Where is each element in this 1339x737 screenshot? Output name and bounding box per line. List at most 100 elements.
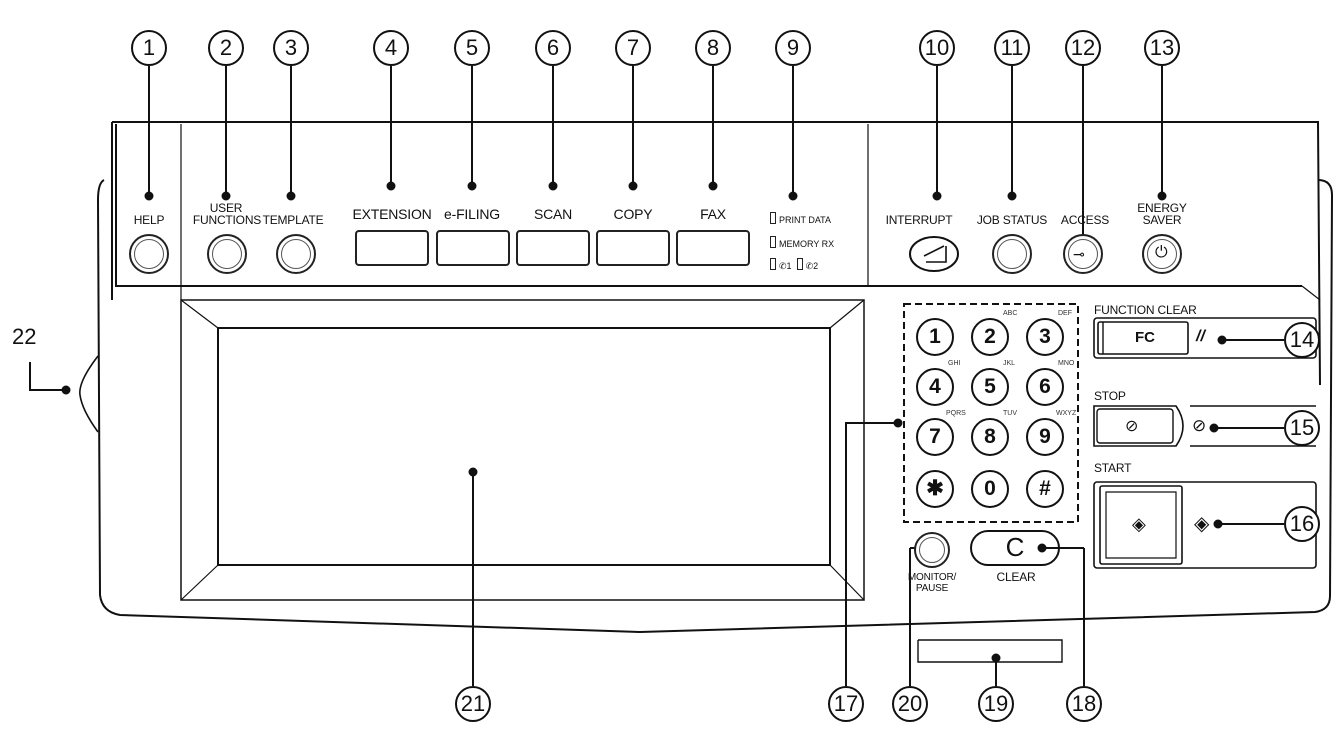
- line2-label: 2: [813, 261, 819, 271]
- power-icon: ⏻: [1155, 244, 1168, 261]
- key-3[interactable]: 3: [1026, 318, 1064, 356]
- monitor-pause-button[interactable]: [914, 532, 950, 568]
- stop-icon: ⊘: [1125, 418, 1139, 435]
- key-6[interactable]: 6: [1026, 368, 1064, 406]
- energy-saver-label-line2: SAVER: [1142, 213, 1182, 227]
- callout-19: 19: [978, 686, 1014, 722]
- memory-rx-indicator: MEMORY RX: [770, 236, 834, 249]
- interrupt-button[interactable]: [908, 234, 962, 274]
- template-button[interactable]: [276, 234, 316, 274]
- fax-button[interactable]: [676, 230, 750, 266]
- callout-8: 8: [695, 30, 731, 66]
- phone-icon: ✆: [779, 261, 787, 271]
- print-data-indicator: PRINT DATA: [770, 212, 831, 225]
- efiling-button[interactable]: [436, 230, 510, 266]
- clear-label: CLEAR: [996, 570, 1036, 584]
- key-star[interactable]: ✱: [916, 470, 954, 508]
- callout-7: 7: [615, 30, 651, 66]
- key-hash[interactable]: #: [1026, 470, 1064, 508]
- monitor-label-line2: PAUSE: [915, 583, 949, 594]
- function-clear-icon: //: [1196, 328, 1205, 345]
- callout-1: 1: [131, 30, 167, 66]
- paper-slot[interactable]: [918, 640, 1062, 662]
- memory-rx-lamp: [770, 236, 776, 248]
- interrupt-icon: [909, 236, 959, 272]
- callout-6: 6: [535, 30, 571, 66]
- start-label: START: [1094, 461, 1132, 475]
- stop-side-icon: ⊘: [1192, 416, 1207, 435]
- key-9-letters: WXYZ: [1056, 410, 1077, 417]
- print-data-label: PRINT DATA: [779, 215, 832, 225]
- memory-rx-label: MEMORY RX: [779, 239, 835, 249]
- user-functions-button[interactable]: [207, 234, 247, 274]
- start-button[interactable]: ◈: [1100, 486, 1182, 564]
- callout-9: 9: [775, 30, 811, 66]
- line2-lamp: [796, 258, 803, 270]
- callout-10: 10: [919, 30, 955, 66]
- extension-button[interactable]: [355, 230, 429, 266]
- callout-22: 22: [12, 324, 37, 349]
- job-status-button[interactable]: [992, 234, 1032, 274]
- copy-button[interactable]: [596, 230, 670, 266]
- access-label: ACCESS: [1060, 213, 1110, 227]
- key-7[interactable]: 7: [916, 418, 954, 456]
- callout-18: 18: [1066, 686, 1102, 722]
- print-data-lamp: [770, 212, 776, 224]
- stop-label: STOP: [1094, 389, 1126, 403]
- key-4[interactable]: 4: [916, 368, 954, 406]
- scan-label: SCAN: [533, 206, 573, 222]
- key-1[interactable]: 1: [916, 318, 954, 356]
- copy-label: COPY: [613, 206, 653, 222]
- help-label: HELP: [133, 213, 165, 227]
- template-label: TEMPLATE: [262, 213, 324, 227]
- key-8[interactable]: 8: [971, 418, 1009, 456]
- key-8-letters: TUV: [1003, 410, 1017, 417]
- key-2-letters: ABC: [1003, 310, 1018, 317]
- callout-17: 17: [828, 686, 864, 722]
- callout-13: 13: [1144, 30, 1180, 66]
- callout-12: 12: [1065, 30, 1101, 66]
- callout-11: 11: [994, 30, 1030, 66]
- line1-lamp: [770, 258, 776, 270]
- stop-button[interactable]: ⊘: [1097, 409, 1173, 443]
- user-functions-label-line2: FUNCTIONS: [192, 213, 262, 227]
- key-9[interactable]: 9: [1026, 418, 1064, 456]
- start-side-icon: ◈: [1194, 513, 1210, 535]
- key-5-letters: JKL: [1003, 360, 1016, 367]
- callout-2: 2: [208, 30, 244, 66]
- key-icon: ⊸: [1073, 246, 1085, 262]
- function-clear-button[interactable]: FC: [1135, 329, 1155, 346]
- touch-panel-display[interactable]: [218, 328, 830, 565]
- clear-button[interactable]: C: [970, 530, 1060, 566]
- callout-16: 16: [1284, 506, 1320, 542]
- help-button[interactable]: [129, 234, 169, 274]
- extension-label: EXTENSION: [352, 206, 432, 222]
- callout-4: 4: [373, 30, 409, 66]
- callout-14: 14: [1284, 322, 1320, 358]
- function-clear-label: FUNCTION CLEAR: [1094, 303, 1197, 317]
- callout-3: 3: [273, 30, 309, 66]
- efiling-label: e-FILING: [444, 206, 500, 222]
- fax-label: FAX: [700, 206, 726, 222]
- job-status-label: JOB STATUS: [976, 213, 1048, 227]
- key-4-letters: GHI: [948, 360, 961, 367]
- callout-5: 5: [454, 30, 490, 66]
- key-7-letters: PQRS: [946, 410, 966, 417]
- interrupt-label: INTERRUPT: [885, 213, 953, 227]
- energy-saver-button[interactable]: ⏻: [1142, 234, 1182, 274]
- scan-button[interactable]: [516, 230, 590, 266]
- key-6-letters: MNO: [1058, 360, 1075, 367]
- phone-icon: ✆: [805, 261, 814, 271]
- callout-15: 15: [1284, 410, 1320, 446]
- key-3-letters: DEF: [1058, 310, 1072, 317]
- key-2[interactable]: 2: [971, 318, 1009, 356]
- monitor-label-line1: MONITOR/: [907, 572, 957, 583]
- callout-21: 21: [455, 686, 491, 722]
- key-0[interactable]: 0: [971, 470, 1009, 508]
- user-functions-label-line1: USER: [209, 201, 243, 215]
- start-icon: ◈: [1132, 514, 1146, 534]
- line-indicators: ✆1 ✆2: [770, 258, 818, 272]
- access-button[interactable]: ⊸: [1063, 234, 1103, 274]
- key-5[interactable]: 5: [971, 368, 1009, 406]
- line1-label: 1: [786, 261, 792, 271]
